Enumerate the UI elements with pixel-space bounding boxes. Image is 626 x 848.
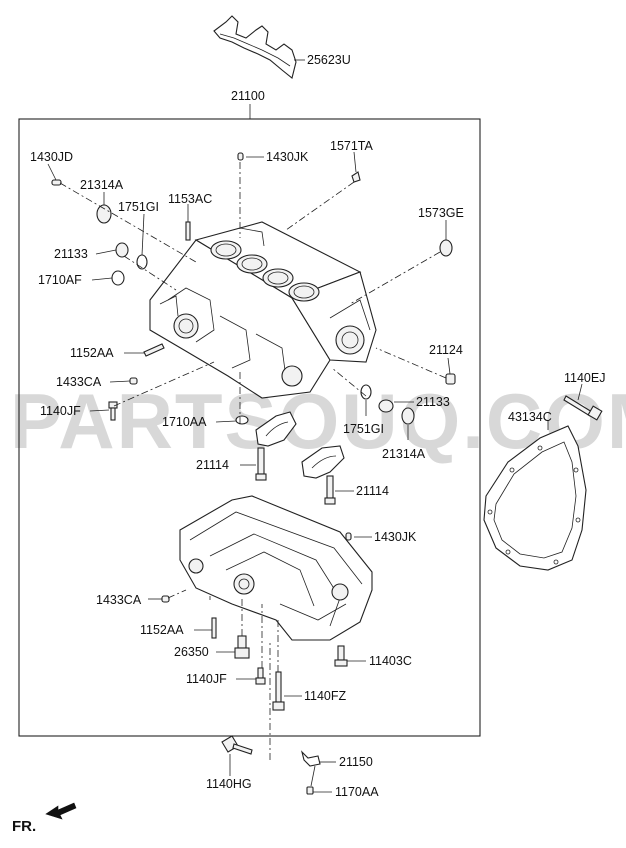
part-21314A-plug-top[interactable] [96, 204, 112, 224]
part-21314A-plug-mid[interactable] [401, 407, 415, 425]
part-1152AA-stud-top[interactable] [143, 343, 165, 357]
front-direction-arrow-icon [45, 802, 77, 820]
label-21133-mid[interactable]: 21133 [416, 395, 450, 409]
part-1430JD-dowel[interactable] [51, 179, 62, 186]
label-1170AA[interactable]: 1170AA [335, 785, 379, 799]
part-21133-plug-mid[interactable] [378, 399, 394, 413]
part-21133-plug-top[interactable] [115, 242, 129, 258]
part-1571TA-plug[interactable] [351, 171, 361, 183]
label-26350[interactable]: 26350 [174, 645, 209, 659]
part-21114-bolt-a[interactable] [255, 447, 267, 481]
label-21100[interactable]: 21100 [231, 89, 265, 103]
part-1710AF-ring[interactable] [111, 270, 125, 286]
label-1433CA-top[interactable]: 1433CA [56, 375, 102, 389]
part-1710AA-ring[interactable] [235, 415, 249, 425]
part-21150-drain-plug[interactable] [300, 750, 321, 767]
part-26350-fitting[interactable] [234, 635, 250, 659]
label-1573GE[interactable]: 1573GE [418, 206, 464, 220]
label-1710AF[interactable]: 1710AF [38, 273, 82, 287]
part-1170AA-washer[interactable] [306, 786, 314, 795]
part-11403C-bolt[interactable] [334, 645, 348, 667]
part-1140JF-bolt-low[interactable] [255, 667, 266, 685]
front-direction-label: FR. [12, 818, 36, 835]
label-11403C[interactable]: 11403C [369, 654, 412, 668]
label-1140JF-low[interactable]: 1140JF [186, 672, 227, 686]
part-1152AA-stud-low[interactable] [211, 617, 217, 639]
label-21314A-top[interactable]: 21314A [80, 178, 124, 192]
part-1140EJ-bolt[interactable] [563, 395, 603, 421]
label-21150[interactable]: 21150 [339, 755, 373, 769]
part-1430JK-dowel-low[interactable] [345, 532, 352, 541]
label-1430JK-low[interactable]: 1430JK [374, 530, 417, 544]
part-bearing-cap-upper[interactable] [255, 411, 297, 447]
assembly-frame [18, 118, 481, 737]
label-1571TA[interactable]: 1571TA [330, 139, 374, 153]
label-1751GI-mid[interactable]: 1751GI [343, 422, 384, 436]
label-1433CA-low[interactable]: 1433CA [96, 593, 142, 607]
part-1751GI-seal-mid[interactable] [360, 384, 372, 400]
label-21124[interactable]: 21124 [429, 343, 463, 357]
part-labels: 25623U 21100 1430JD 1430JK 1571TA 21314A… [30, 53, 605, 799]
label-1751GI-top[interactable]: 1751GI [118, 200, 159, 214]
part-1573GE-plug[interactable] [439, 239, 453, 257]
dashed-guide-lines [59, 162, 447, 760]
part-1140FZ-bolt[interactable] [272, 671, 285, 711]
label-25623U[interactable]: 25623U [307, 53, 351, 67]
label-1140JF-top[interactable]: 1140JF [40, 404, 81, 418]
label-1140HG[interactable]: 1140HG [206, 777, 252, 791]
label-1152AA-top[interactable]: 1152AA [70, 346, 114, 360]
label-1430JD[interactable]: 1430JD [30, 150, 73, 164]
part-1430JK-dowel-top[interactable] [237, 152, 244, 161]
leader-lines [47, 104, 583, 793]
part-1140HG-bolt[interactable] [221, 735, 253, 755]
label-21114-b[interactable]: 21114 [356, 484, 389, 498]
part-43134C-gasket[interactable] [483, 425, 587, 571]
label-21133-top[interactable]: 21133 [54, 247, 88, 261]
part-25623U-shield[interactable] [213, 15, 305, 79]
label-1430JK-top[interactable]: 1430JK [266, 150, 309, 164]
part-21114-bolt-b[interactable] [324, 475, 336, 505]
label-43134C[interactable]: 43134C [508, 410, 552, 424]
label-21314A-mid[interactable]: 21314A [382, 447, 426, 461]
part-1433CA-low[interactable] [161, 595, 170, 603]
label-1140FZ[interactable]: 1140FZ [304, 689, 347, 703]
part-lower-crankcase[interactable] [179, 495, 373, 641]
part-bearing-cap-lower[interactable] [301, 445, 345, 479]
part-21124-plug[interactable] [445, 373, 456, 385]
label-1153AC[interactable]: 1153AC [168, 192, 212, 206]
label-21114-a[interactable]: 21114 [196, 458, 229, 472]
part-1751GI-seal-top[interactable] [136, 254, 148, 270]
part-21100-cylinder-block[interactable] [149, 221, 377, 399]
label-1140EJ[interactable]: 1140EJ [564, 371, 605, 385]
part-1153AC-stud[interactable] [185, 221, 191, 241]
label-1710AA[interactable]: 1710AA [162, 415, 207, 429]
label-1152AA-low[interactable]: 1152AA [140, 623, 184, 637]
part-1433CA-top[interactable] [129, 377, 138, 385]
